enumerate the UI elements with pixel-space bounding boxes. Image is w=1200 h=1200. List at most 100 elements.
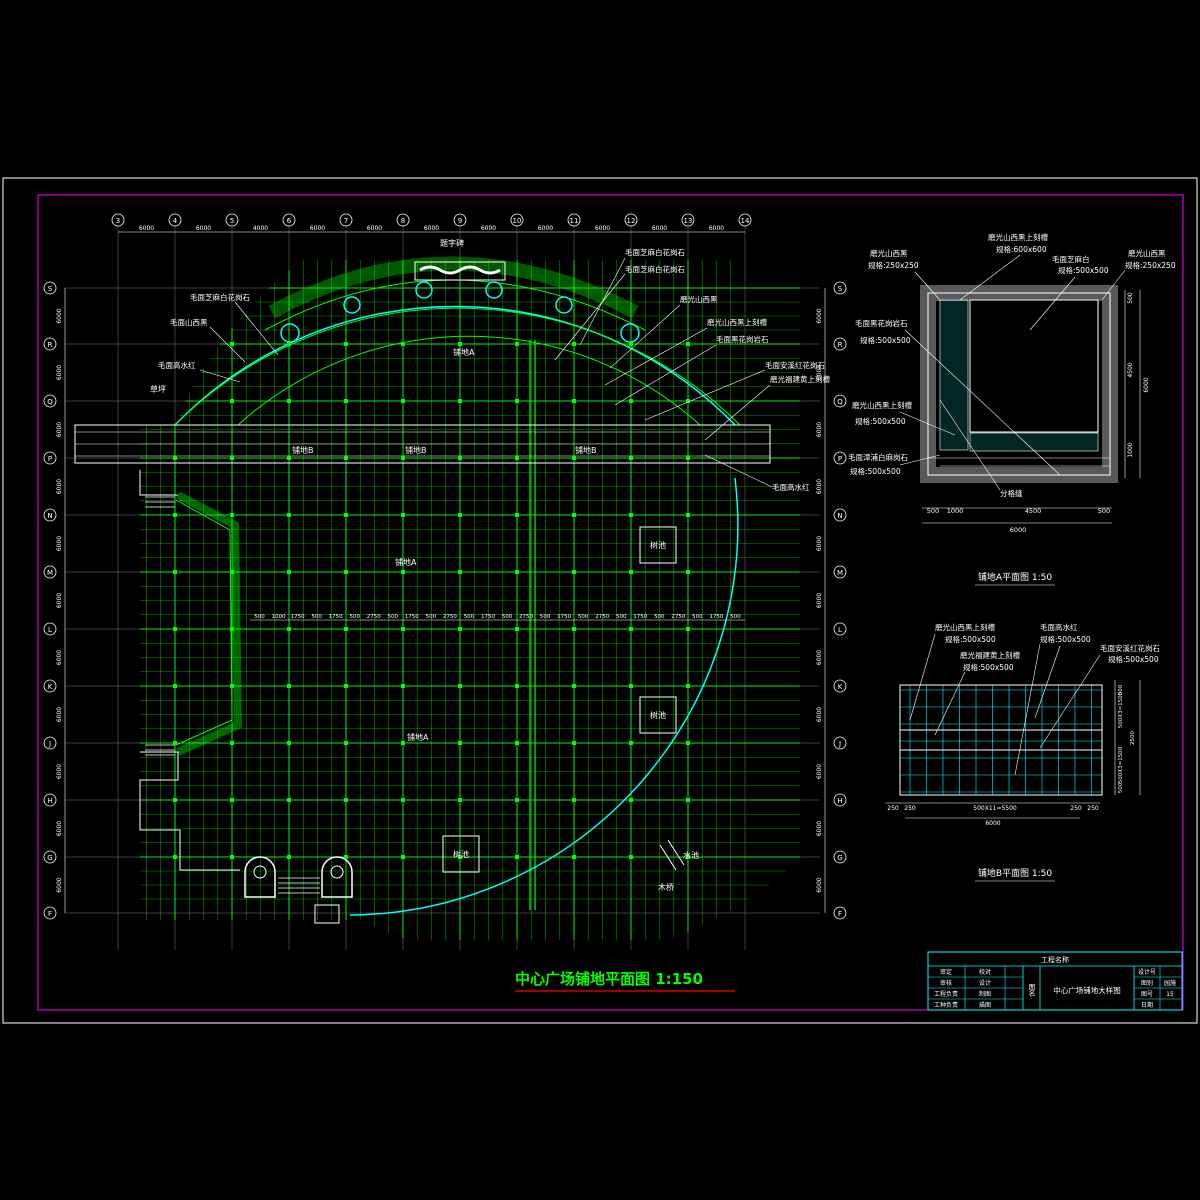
row-dim-label: 500 [578, 614, 589, 620]
axis-bubble [43, 736, 57, 750]
grid-node [515, 855, 519, 859]
grid-node [344, 570, 348, 574]
grid-node [230, 855, 234, 859]
detail-b-title: 铺地B平面图 1:50 [978, 867, 1053, 879]
leader-line [209, 326, 246, 363]
grid-node [572, 570, 576, 574]
material-callouts: 毛面芝麻白花岗石 毛面山西黑 毛面高水红 毛面芝麻白花岗石 毛面芝麻白花岗石 磨… [158, 247, 830, 492]
tb-cell: 工程负责 [934, 990, 958, 998]
detail-a-dim: 4500 [1025, 507, 1042, 515]
detail-a-title: 铺地A平面图 1:50 [978, 571, 1053, 583]
axis-bubble [738, 213, 752, 227]
grid-node [515, 456, 519, 460]
label-water: 水池 [683, 850, 699, 860]
axis-bubble [396, 213, 410, 227]
detail-a-label: 规格:500x500 [855, 416, 906, 426]
grid-node [572, 342, 576, 346]
callout-label: 磨光山西黑 [680, 294, 718, 304]
grid-node [572, 741, 576, 745]
grid-node [230, 627, 234, 631]
tree-pool [639, 696, 677, 734]
axis-bubble [43, 906, 57, 920]
dim-label-right: 6000 [816, 479, 823, 494]
grid-node [686, 627, 690, 631]
dim-label-right: 6000 [816, 593, 823, 608]
axis-label-top: 6 [287, 217, 292, 225]
detail-b-dim: 250 [904, 805, 916, 812]
row-dim-label: 500 [254, 614, 265, 620]
row-dim-label: 500 [692, 614, 703, 620]
grid-node [515, 627, 519, 631]
dim-label-left: 6000 [56, 707, 63, 722]
grid-node-markers [173, 342, 690, 859]
dots-clipped [173, 342, 690, 859]
dim-label-top: 6000 [139, 225, 154, 232]
axis-label-top: 9 [458, 217, 462, 225]
callout-label: 毛面高水红 [158, 360, 196, 370]
grid-node [515, 513, 519, 517]
axis-label-right: N [837, 512, 842, 520]
grid-node [629, 798, 633, 802]
axis-bubble [833, 622, 847, 636]
detail-b-dim: 250 [1070, 805, 1082, 812]
tb-cell: 园施 [1164, 979, 1176, 987]
axis-bubble [43, 679, 57, 693]
leader-line [1101, 269, 1126, 301]
leader-line [934, 671, 966, 736]
row-dim-label: 500 [349, 614, 360, 620]
grid-node [572, 399, 576, 403]
axis-label-right: R [838, 341, 843, 349]
axis-label-right: G [837, 854, 842, 862]
grid-node [572, 513, 576, 517]
leader-line [1039, 654, 1101, 749]
row-dim-label: 2750 [519, 614, 533, 620]
row-dim-label: 500 [464, 614, 475, 620]
grid-node [458, 570, 462, 574]
axis-bubble [833, 337, 847, 351]
grid-node [572, 456, 576, 460]
title-block: 工程名称 审定校对审核设计工程负责制图工种负责描图 图名 中心广场铺地大样图 设… [927, 951, 1183, 1011]
grid-node [287, 855, 291, 859]
grid-node [230, 513, 234, 517]
pier-ornament-icon [253, 865, 267, 879]
axis-bubble [833, 736, 847, 750]
axis-label-left: L [48, 626, 52, 634]
tb-cell: 设计 [979, 979, 991, 987]
dim-label-left: 6000 [56, 479, 63, 494]
detail-a-dim: 1000 [1127, 442, 1134, 457]
grid-node [686, 570, 690, 574]
detail-a-dim-total: 6000 [1143, 377, 1150, 392]
detail-b-label: 毛面安溪红花岗石 [1100, 643, 1160, 653]
detail-a-center [969, 299, 1099, 433]
entrance-gate [314, 904, 340, 924]
grid-node [230, 741, 234, 745]
detail-a-label: 规格:500x500 [1058, 265, 1109, 275]
tb-cell: 图号 [1141, 991, 1153, 998]
axis-label-top: 8 [401, 217, 405, 225]
row-dim-label: 500 [540, 614, 551, 620]
leader-line [554, 273, 626, 361]
grid-node [344, 684, 348, 688]
leader-line [614, 344, 717, 406]
tb-cell: 审定 [940, 968, 952, 976]
grid-node [344, 855, 348, 859]
label-tree-pool: 树池 [453, 849, 469, 859]
detail-a-speckle-border [920, 285, 1118, 483]
axis-label-left: N [47, 512, 52, 520]
plaza-circle-inner [237, 335, 701, 426]
left-steps-top [145, 496, 175, 508]
grid-node [515, 741, 519, 745]
grid-node [686, 684, 690, 688]
left-steps-bottom [145, 744, 175, 756]
detail-a-label: 毛面黑花岗岩石 [855, 318, 908, 328]
grid-node [401, 855, 405, 859]
title-block-drawing-label: 图名 [1027, 983, 1035, 998]
row-dim-label: 500 [654, 614, 665, 620]
dim-label-left: 6000 [56, 877, 63, 892]
callout-label: 毛面高水红 [772, 482, 810, 492]
dim-label-top: 6000 [595, 225, 610, 232]
detail-a-label: 磨光山西黑上刻槽 [988, 232, 1048, 242]
detail-b-label: 规格:500x500 [945, 634, 996, 644]
grid-node [344, 456, 348, 460]
axis-label-right: M [837, 569, 843, 577]
